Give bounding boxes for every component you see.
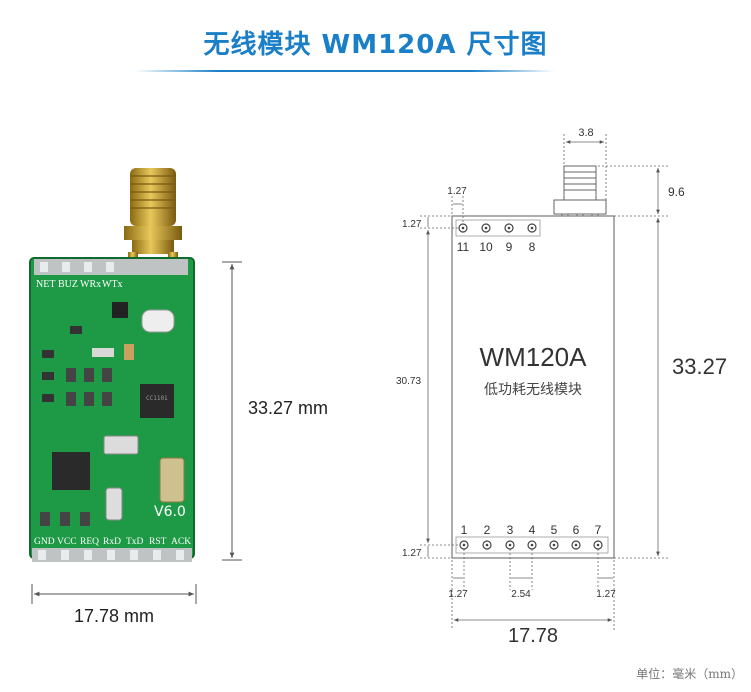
module-photo: NET BUZ WRx WTx CC1101: [29, 168, 195, 562]
pin-number-6: 6: [573, 523, 580, 537]
bottom-pin-labels: GND VCC REQ RxD TxD RST ACK: [34, 537, 191, 547]
pin-number-11: 11: [457, 240, 470, 254]
dim-bottom-pin-offset-y: 1.27: [402, 548, 422, 559]
photo-height-dimension: [222, 261, 242, 561]
dim-top-pin-offset-x: 1.27: [447, 186, 467, 197]
pin-label-vcc: VCC: [57, 537, 77, 547]
pin-number-8: 8: [529, 240, 536, 254]
dim-left-pin-offset: 1.27: [448, 589, 468, 600]
pin-label-txd: TxD: [126, 537, 144, 547]
mcu-chip: [52, 452, 90, 490]
rf-chip: [140, 384, 174, 418]
pin-label-buz: BUZ: [58, 279, 78, 290]
bottom-pin-numbers: 1 2 3 4 5 6 7: [461, 523, 602, 537]
dimension-drawing: 11 10 9 8 WM120A 低功耗无线模块 1 2 3 4 5 6 7: [396, 127, 727, 647]
pin-number-4: 4: [529, 523, 536, 537]
photo-height-label: 33.27 mm: [248, 398, 328, 418]
drawing-model-name: WM120A: [480, 342, 588, 372]
pin-label-ack: ACK: [171, 537, 191, 547]
pin-number-2: 2: [484, 523, 491, 537]
dim-antenna-height: 9.6: [668, 185, 685, 199]
dim-pin-span: 30.73: [396, 376, 421, 387]
dim-total-width: 17.78: [508, 625, 558, 647]
dim-right-pin-offset: 1.27: [596, 589, 616, 600]
bottom-pin-header: [32, 548, 192, 562]
dim-top-pin-offset-y: 1.27: [402, 219, 422, 230]
pin-number-10: 10: [479, 240, 493, 254]
top-pin-labels: NET BUZ WRx WTx: [36, 279, 123, 290]
pin-label-rst: RST: [149, 537, 167, 547]
top-pin-header: [34, 259, 188, 275]
pin-label-rxd: RxD: [103, 537, 121, 547]
units-note: 单位：毫米（mm）: [636, 667, 743, 681]
dim-antenna-width: 3.8: [578, 127, 593, 139]
pin-number-1: 1: [461, 523, 468, 537]
dimension-lines: [420, 134, 668, 630]
top-pin-numbers: 11 10 9 8: [457, 240, 536, 254]
board-version: V6.0: [154, 504, 186, 520]
dimension-labels: 3.8 9.6 1.27 1.27 30.73 1.27 33.27 1.27 …: [396, 127, 727, 647]
pin-label-wtx: WTx: [102, 279, 123, 290]
pcb-components: CC1101: [40, 302, 185, 526]
pin-label-req: REQ: [80, 537, 99, 547]
dim-pin-pitch: 2.54: [511, 589, 531, 600]
page-title: 无线模块 WM120A 尺寸图: [203, 30, 548, 60]
pin-label-net: NET: [36, 279, 55, 290]
svg-text:CC1101: CC1101: [146, 395, 168, 402]
photo-width-label: 17.78 mm: [74, 606, 154, 626]
module-outline: [451, 215, 615, 559]
dim-total-height: 33.27: [672, 354, 727, 379]
pin-label-wrx: WRx: [80, 279, 101, 290]
pin-number-7: 7: [595, 523, 602, 537]
drawing-subtitle: 低功耗无线模块: [484, 382, 582, 398]
title-underline: [135, 70, 555, 72]
pin-number-3: 3: [507, 523, 514, 537]
pin-label-gnd: GND: [34, 537, 55, 547]
pin-number-5: 5: [551, 523, 558, 537]
pin-number-9: 9: [506, 240, 513, 254]
photo-width-dimension: [31, 584, 197, 604]
